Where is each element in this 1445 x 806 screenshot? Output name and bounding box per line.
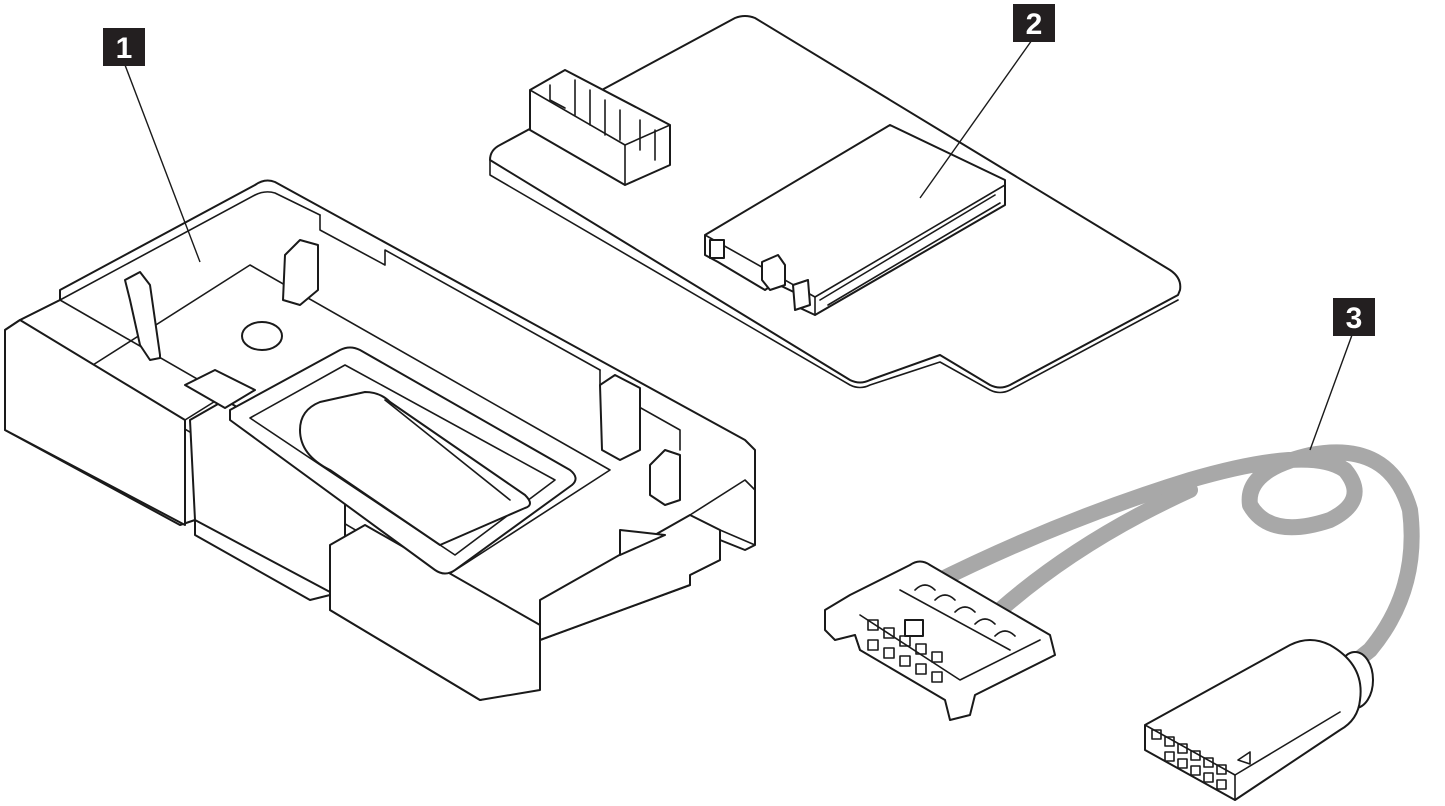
callout-3-label: 3 <box>1346 302 1363 335</box>
carrier-tray <box>4 179 756 701</box>
callout-2-label: 2 <box>1026 8 1043 41</box>
circuit-board <box>489 15 1182 394</box>
callout-3: 3 <box>1333 298 1375 336</box>
callout-2: 2 <box>1013 4 1055 42</box>
left-cable-connector <box>824 560 1056 721</box>
cable-wire <box>922 444 1420 678</box>
right-cable-connector <box>1144 639 1374 801</box>
callout-1: 1 <box>103 28 145 66</box>
callout-1-label: 1 <box>116 32 133 65</box>
header-connector <box>529 69 671 186</box>
leader-line-3 <box>1309 334 1353 451</box>
signal-cable <box>824 444 1420 801</box>
leader-line-2 <box>919 39 1033 199</box>
leader-line-1 <box>124 64 201 263</box>
card-slot-connector <box>704 124 1006 316</box>
